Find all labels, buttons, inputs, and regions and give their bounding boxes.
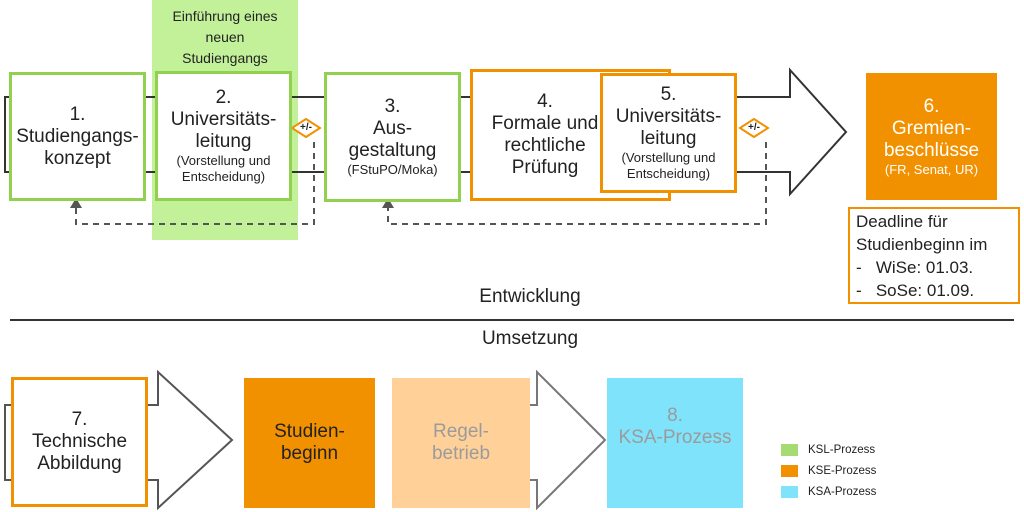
deadline-item-wise: - WiSe: 01.03. [856,258,974,277]
legend-item-ksa: KSA-Prozess [781,486,876,498]
operation-arrow [530,369,607,511]
decision-label-2: +/- [748,122,760,133]
legend-label-ksa: KSA-Prozess [808,486,877,498]
deadline-box: Deadline für Studienbeginn im - WiSe: 01… [848,207,1020,304]
studienbeginn-text: Studien- beginn [274,421,345,464]
section-label-development: Entwicklung [479,286,581,307]
regelbetrieb-box: Regel- betrieb [392,378,530,508]
step-8-number: 8. [667,405,683,426]
step-7-box: 7. Technische Abbildung [11,377,148,507]
step-5-number: 5. [660,84,677,105]
feedback-loop-right [387,142,767,225]
legend-label-kse: KSE-Prozess [808,465,877,477]
legend-item-kse: KSE-Prozess [781,465,876,477]
step-6-text: Gremien- beschlüsse [883,117,980,161]
step-5-box: 5. Universitäts- leitung (Vorstellung un… [600,73,737,193]
step-2-number: 2. [215,87,232,108]
step-5-subtext: (Vorstellung und Entscheidung) [621,150,716,181]
step-6-box: 6. Gremien- beschlüsse (FR, Senat, UR) [866,73,997,200]
step-3-subtext: (FStuPO/Moka) [347,162,438,177]
step-2-subtext: (Vorstellung und Entscheidung) [176,153,271,184]
legend-label-ksl: KSL-Prozess [808,444,876,456]
step-2-box: 2. Universitäts- leitung (Vorstellung un… [155,71,292,201]
section-label-implementation: Umsetzung [481,328,579,349]
studienbeginn-box: Studien- beginn [244,378,375,508]
step-2-text: Universitäts- leitung [170,109,277,152]
step-3-number: 3. [384,96,401,117]
step-8-text: KSA-Prozess [618,427,732,448]
legend-swatch-kse [781,465,798,477]
regelbetrieb-text: Regel- betrieb [431,421,491,464]
step-6-number: 6. [923,95,940,117]
feedback-loop-left [75,142,315,225]
step-6-subtext: (FR, Senat, UR) [884,161,979,177]
decision-diamond-2 [738,117,770,139]
decision-label-1: +/- [300,122,312,133]
deadline-title: Deadline für Studienbeginn im [856,212,988,254]
step-8-box: 8. KSA-Prozess [607,378,743,508]
step-3-text: Aus- gestaltung [348,118,437,161]
step-5-text: Universitäts- leitung [615,106,722,149]
step-4-text: Formale und rechtliche Prüfung [491,113,599,178]
legend-swatch-ksa [781,486,798,498]
step-7-number: 7. [71,409,88,430]
legend-swatch-ksl [781,444,798,456]
step-1-number: 1. [69,103,86,125]
step-3-box: 3. Aus- gestaltung (FStuPO/Moka) [324,72,461,202]
feedback-arrowhead-left [70,198,82,208]
step-7-text: Technische Abbildung [31,431,128,474]
new-program-label: Einführung eines neuen Studiengangs [172,8,278,66]
step-1-box: 1. Studiengangs- konzept [9,72,146,201]
legend-item-ksl: KSL-Prozess [781,444,875,456]
step-1-text: Studiengangs- konzept [16,125,139,169]
deadline-item-sose: - SoSe: 01.09. [856,281,975,300]
decision-diamond-1 [290,117,322,139]
step-4-number: 4. [537,91,553,112]
feedback-arrowhead-right [382,198,394,208]
